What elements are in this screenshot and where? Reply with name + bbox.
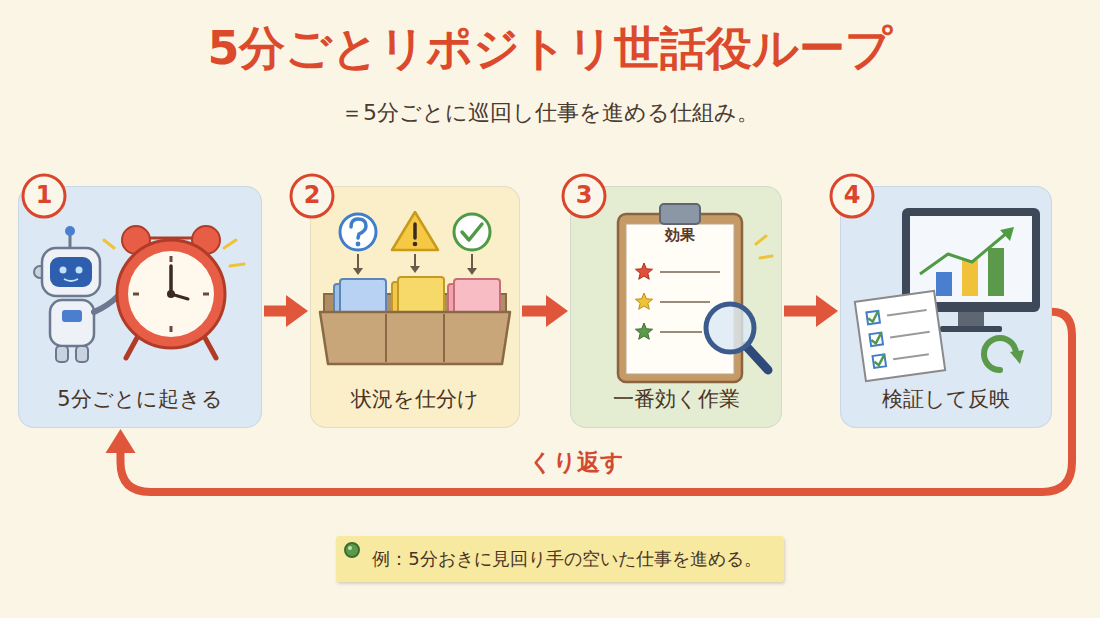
flow-arrow [264, 295, 308, 327]
step-panel: 一番効く作業 [570, 186, 782, 428]
step-panel: 検証して反映 [840, 186, 1052, 428]
arrow-line [522, 306, 550, 317]
arrow-head [105, 429, 135, 453]
note-box: 例：5分おきに見回り手の空いた仕事を進める。 [336, 536, 783, 582]
callout-number: 4 [844, 182, 861, 210]
step-panel: 状況を仕分け [310, 186, 520, 428]
arrow-line [784, 306, 820, 317]
clipboard-heading: 効果 [665, 227, 695, 244]
arrow-head [286, 295, 308, 327]
flow-arrow [784, 295, 838, 327]
edge-label: くり返す [525, 449, 628, 475]
step-label: 一番効く作業 [613, 386, 740, 412]
subtitle: ＝5分ごとに巡回し仕事を進める仕組み。 [341, 100, 759, 125]
note-text: 例：5分おきに見回り手の空いた仕事を進める。 [372, 548, 761, 571]
flow-arrow [522, 295, 568, 327]
arrow-head [546, 295, 568, 327]
callout-number: 2 [304, 182, 321, 210]
diagram-title: 5分ごとリポジトリ世話役ループ [207, 22, 892, 75]
callout-number: 1 [36, 182, 53, 210]
step-label: 状況を仕分け [351, 386, 479, 412]
step-label: 検証して反映 [882, 386, 1010, 412]
step-label: 5分ごとに起きる [57, 386, 222, 412]
step-panel: 5分ごとに起きる [18, 186, 262, 428]
arrow-head [816, 295, 838, 327]
callout-number: 3 [576, 182, 593, 210]
